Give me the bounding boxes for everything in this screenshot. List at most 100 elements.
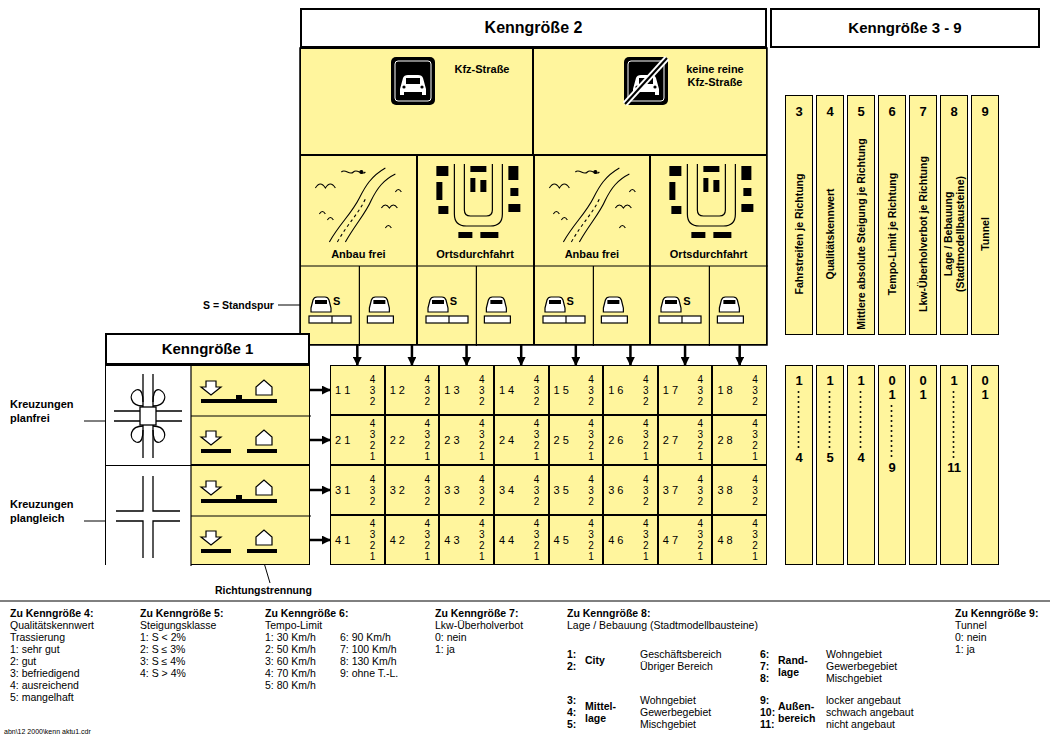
svg-shape [622, 55, 672, 107]
path-shape [549, 184, 569, 188]
annotation-label: Gewerbegebiet [826, 660, 897, 672]
circle-shape [402, 85, 405, 88]
circle-shape [953, 406, 955, 408]
quality-stack: 4 3 2 [587, 374, 595, 407]
svg-shape [817, 366, 843, 566]
matrix-cell: 4 34 3 2 1 [439, 515, 494, 565]
annotation-label: 11: [760, 718, 775, 730]
circle-shape [953, 436, 955, 438]
circle-shape [829, 416, 831, 418]
cell-code: 4 6 [608, 534, 623, 547]
arrow-connector [310, 489, 330, 492]
line-shape [565, 316, 566, 323]
parameter-name: Tunnel [979, 135, 991, 333]
path-shape [545, 297, 565, 312]
quality-stack: 4 3 2 1 [696, 518, 704, 562]
circle-shape [860, 436, 862, 438]
cell-code: 4 8 [717, 534, 732, 547]
cell-code: 2 4 [499, 434, 514, 447]
annotation-label: Lkw-Überholverbot [435, 619, 523, 631]
circle-shape [798, 411, 800, 413]
annotation-label: 9: ohne T.-L. [340, 667, 398, 679]
matrix-cell: 2 74 3 2 1 [658, 415, 713, 465]
quality-stack: 4 3 2 1 [423, 418, 431, 462]
rect-shape [714, 180, 720, 192]
parameter-number: 3 [786, 104, 812, 119]
g-shape [601, 297, 627, 323]
standspur-mark: S [450, 295, 457, 308]
g-shape [140, 407, 156, 425]
annotation-label: 1: ja [955, 643, 975, 655]
quality-stack: 4 3 2 [478, 374, 486, 407]
rect-shape [391, 57, 435, 105]
quality-stack: 4 3 2 1 [751, 418, 759, 462]
path-shape [256, 380, 272, 395]
standspur-note: S = Standspur [203, 299, 274, 311]
cell-code: 2 5 [554, 434, 569, 447]
arrow-connector [465, 345, 468, 365]
circle-shape [860, 391, 862, 393]
cell-code: 3 2 [390, 484, 405, 497]
annotation-label: 1: ja [435, 643, 455, 655]
annotation-label: 3: S ≤ 4% [140, 655, 185, 667]
line-shape [448, 316, 449, 323]
annotation-label: 4: 70 Km/h [265, 667, 316, 679]
quality-stack: 4 3 2 1 [423, 518, 431, 562]
arrow-connector [738, 345, 741, 365]
rect-shape [543, 316, 585, 323]
parameter-header: 7Lkw-Überholverbot je Richtung [909, 95, 937, 335]
matrix-cell: 3 44 3 2 [494, 465, 549, 515]
annotation-label: Außen- bereich [778, 700, 822, 724]
annotation-label: 10: [760, 706, 775, 718]
parameter-name: Fahrstreifen je Richtung [793, 135, 805, 333]
matrix-cell: 1 24 3 2 [385, 365, 440, 415]
circle-shape [953, 456, 955, 458]
parameter-number: 7 [910, 104, 936, 119]
quality-stack: 4 3 2 [696, 474, 704, 507]
annotation-label: 2: gut [10, 655, 36, 667]
circle-shape [829, 396, 831, 398]
matrix-cell: 4 84 3 2 1 [712, 515, 767, 565]
annotation-label: schwach angebaut [826, 706, 914, 718]
quality-stack: 4 3 2 1 [642, 418, 650, 462]
rect-shape [480, 180, 486, 192]
annotation-label: 0: nein [955, 631, 987, 643]
quality-stack: 4 3 2 [696, 374, 704, 407]
annotation-label: 7: [760, 660, 769, 672]
matrix-cell: 2 5 4 3 2 1 [549, 415, 604, 465]
path-shape [116, 476, 180, 558]
annotation-label: 6: [760, 648, 769, 660]
g-shape [367, 297, 393, 323]
rect-shape [247, 549, 277, 553]
header-title: Kenngröße 3 - 9 [772, 19, 1038, 37]
rect-shape [458, 232, 472, 238]
rect-shape [742, 204, 754, 212]
cell-code: 1 8 [717, 384, 732, 397]
line-shape [476, 266, 477, 346]
annotation-label: Übriger Bereich [640, 660, 713, 672]
annotation-label: Rand- lage [778, 654, 822, 678]
quality-stack: 4 3 2 [751, 474, 759, 507]
header-box: Kenngröße 3 - 9 [770, 8, 1040, 48]
matrix-cell: 2 34 3 2 1 [439, 415, 494, 465]
rect-shape [106, 366, 191, 466]
quality-stack: 4 3 2 1 [587, 418, 595, 462]
cell-code: 3 3 [444, 484, 459, 497]
crossing-label: Kreuzungen planfrei [10, 397, 82, 425]
circle-shape [891, 430, 893, 432]
development-panel: Ortsdurchfahrt [417, 155, 534, 345]
circle-shape [953, 451, 955, 453]
quality-stack: 4 3 2 [423, 374, 431, 407]
g-shape [659, 297, 701, 323]
annotation-label: Tempo-Limit [265, 619, 322, 631]
arrow-connector [411, 345, 414, 365]
parameter-header: 9Tunnel [971, 95, 999, 335]
rect-shape [742, 166, 752, 180]
matrix-cell: 4 14 3 2 1 [330, 515, 385, 565]
rect-shape [484, 316, 510, 323]
rect-shape [373, 300, 385, 304]
annotation-label: Steigungsklasse [140, 619, 216, 631]
rect-shape [480, 232, 498, 238]
cell-code: 2 7 [663, 434, 678, 447]
